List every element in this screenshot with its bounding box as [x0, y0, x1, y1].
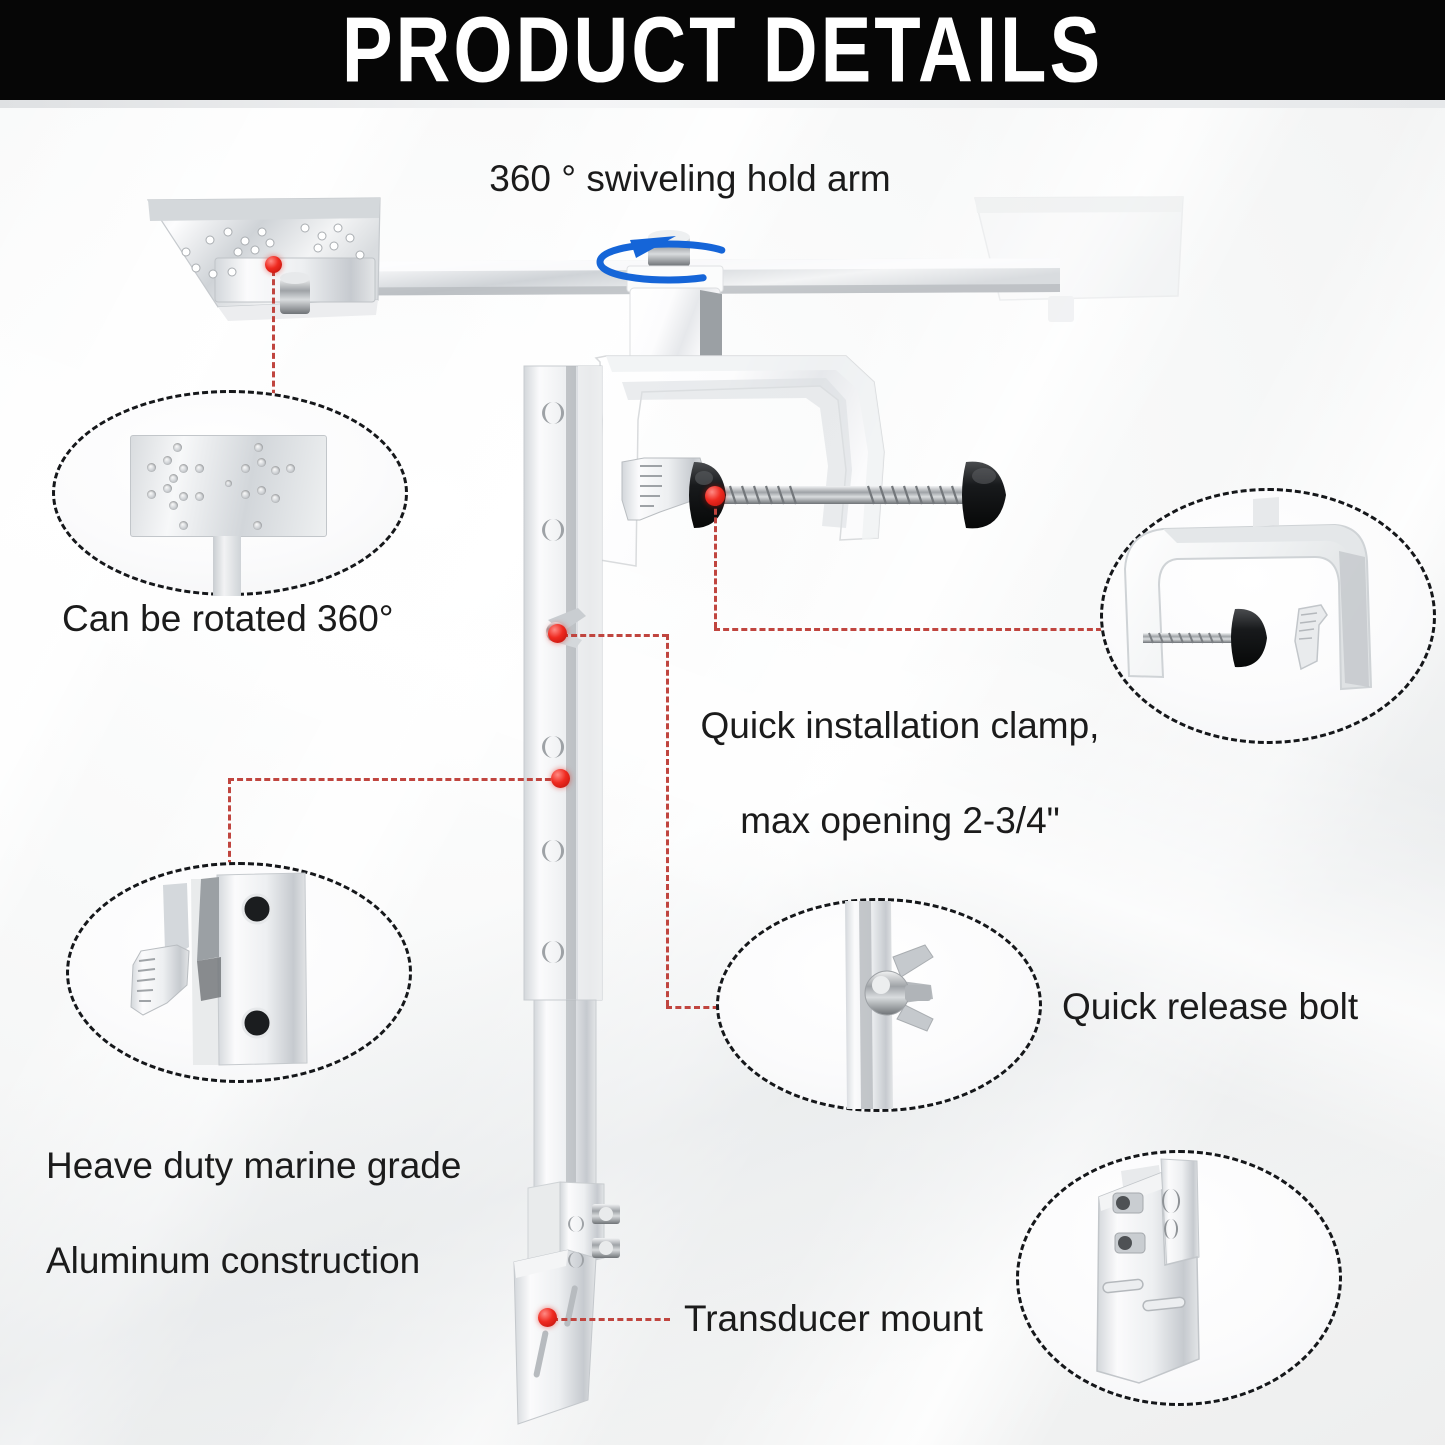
perforated-plate-icon [130, 435, 327, 596]
leader-line-qr-h1 [562, 634, 668, 637]
label-swivel-arm: 360 ° swiveling hold arm [489, 158, 891, 199]
marker-dot-aluminum [551, 769, 570, 788]
leader-line-qr-v [666, 634, 669, 1006]
marker-dot-rotate360 [265, 256, 282, 273]
detail-ellipse-aluminum [66, 862, 412, 1083]
detail-ellipse-clamp [1100, 488, 1436, 744]
label-quick-release-bolt: Quick release bolt [1062, 986, 1359, 1027]
marker-dot-quick-release [548, 624, 567, 643]
leader-line-clamp-v [714, 500, 717, 628]
detail-ellipse-quick-release [716, 898, 1042, 1112]
label-quick-clamp: Quick installation clamp, max opening 2-… [690, 655, 1110, 844]
label-quick-clamp-line2: max opening 2-3/4" [740, 800, 1060, 842]
label-quick-clamp-line1: Quick installation clamp, [700, 705, 1100, 747]
detail-ellipse-rotate360 [52, 390, 408, 596]
leader-line-aluminum-v [228, 778, 231, 866]
leader-line-qr-h2 [666, 1006, 728, 1009]
label-rotate360: Can be rotated 360° [62, 598, 394, 639]
aluminum-extrusion-closeup-icon [130, 872, 308, 1066]
marker-dot-transducer [538, 1308, 557, 1327]
page-title: PRODUCT DETAILS [341, 0, 1104, 102]
header-bar [0, 0, 1445, 100]
label-transducer-mount: Transducer mount [684, 1298, 983, 1339]
leader-line-transducer [552, 1318, 670, 1321]
wing-nut-bolt-closeup-icon [845, 901, 934, 1109]
label-aluminum-line1: Heave duty marine grade [46, 1145, 462, 1187]
transducer-bracket-closeup-icon [1096, 1158, 1200, 1384]
header-divider [0, 100, 1445, 108]
leader-line-clamp-h [714, 628, 1102, 631]
marker-dot-clamp [705, 486, 725, 506]
detail-ellipse-transducer [1016, 1150, 1342, 1406]
leader-line-rotate360 [272, 270, 275, 405]
c-clamp-closeup-icon [1123, 497, 1373, 691]
label-aluminum-line2: Aluminum construction [46, 1240, 421, 1282]
leader-line-aluminum-h [228, 778, 560, 781]
label-aluminum: Heave duty marine grade Aluminum constru… [46, 1095, 516, 1284]
